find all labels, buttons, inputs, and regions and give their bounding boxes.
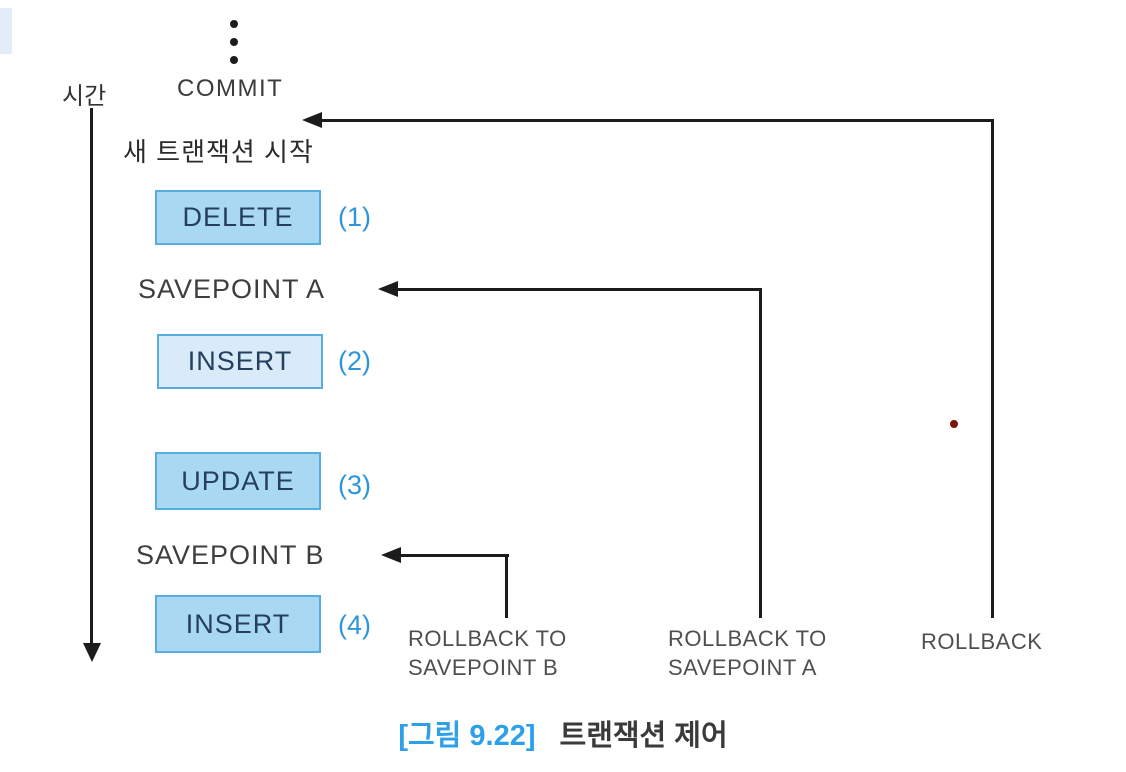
page-edge-artifact bbox=[0, 8, 12, 54]
rollback-to-b-arrow-horizontal bbox=[397, 554, 509, 557]
time-axis-arrowhead-icon bbox=[83, 643, 101, 662]
rollback-label: ROLLBACK bbox=[921, 629, 1043, 654]
rollback-to-b-arrow-vertical bbox=[505, 554, 508, 618]
commit-label: COMMIT bbox=[177, 75, 284, 102]
rollback-arrow-horizontal bbox=[318, 119, 994, 122]
rollback-arrow-vertical bbox=[991, 119, 994, 618]
statement-box-insert-4: INSERT bbox=[155, 595, 321, 653]
ellipsis-dot bbox=[230, 20, 238, 28]
rollback-arrowhead-icon bbox=[302, 112, 322, 128]
figure-number: [그림 9.22] bbox=[398, 720, 536, 752]
rollback-to-savepoint-b-label: ROLLBACK TO SAVEPOINT B bbox=[408, 624, 567, 682]
rollback-to-b-line2: SAVEPOINT B bbox=[408, 655, 559, 680]
step-number-4: (4) bbox=[338, 610, 371, 640]
time-axis-label: 시간 bbox=[62, 83, 107, 110]
statement-box-delete: DELETE bbox=[155, 190, 321, 245]
rollback-to-b-arrowhead-icon bbox=[381, 547, 401, 563]
red-dot-artifact bbox=[950, 420, 958, 428]
rollback-to-b-line1: ROLLBACK TO bbox=[408, 626, 567, 651]
statement-box-update: UPDATE bbox=[155, 452, 321, 510]
new-transaction-label: 새 트랜잭션 시작 bbox=[123, 137, 314, 167]
rollback-to-a-arrowhead-icon bbox=[378, 281, 398, 297]
figure-caption: [그림 9.22] 트랜잭션 제어 bbox=[0, 712, 1126, 754]
step-number-1: (1) bbox=[338, 202, 371, 232]
ellipsis-dot bbox=[230, 38, 238, 46]
rollback-to-a-line1: ROLLBACK TO bbox=[668, 626, 827, 651]
rollback-to-a-arrow-horizontal bbox=[394, 288, 762, 291]
rollback-to-savepoint-a-label: ROLLBACK TO SAVEPOINT A bbox=[668, 624, 827, 682]
savepoint-b-label: SAVEPOINT B bbox=[136, 540, 325, 570]
statement-box-insert-2: INSERT bbox=[157, 334, 323, 389]
vertical-ellipsis bbox=[230, 20, 238, 64]
rollback-to-a-line2: SAVEPOINT A bbox=[668, 655, 817, 680]
ellipsis-dot bbox=[230, 56, 238, 64]
figure-title: 트랜잭션 제어 bbox=[559, 720, 728, 752]
savepoint-a-label: SAVEPOINT A bbox=[138, 274, 326, 304]
rollback-to-a-arrow-vertical bbox=[759, 288, 762, 618]
time-axis-line bbox=[90, 108, 93, 645]
step-number-2: (2) bbox=[338, 346, 371, 376]
step-number-3: (3) bbox=[338, 470, 371, 500]
